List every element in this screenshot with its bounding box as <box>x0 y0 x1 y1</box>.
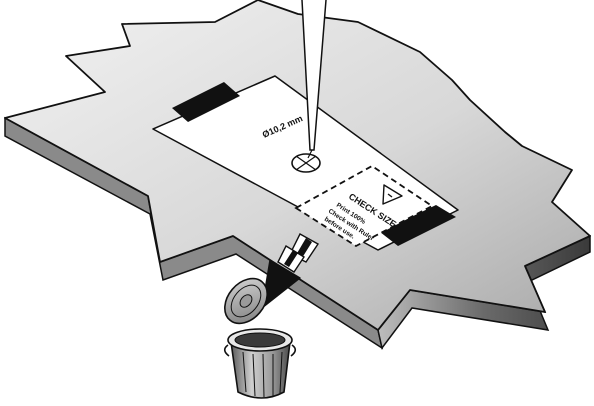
drill-target-circle <box>292 154 320 172</box>
